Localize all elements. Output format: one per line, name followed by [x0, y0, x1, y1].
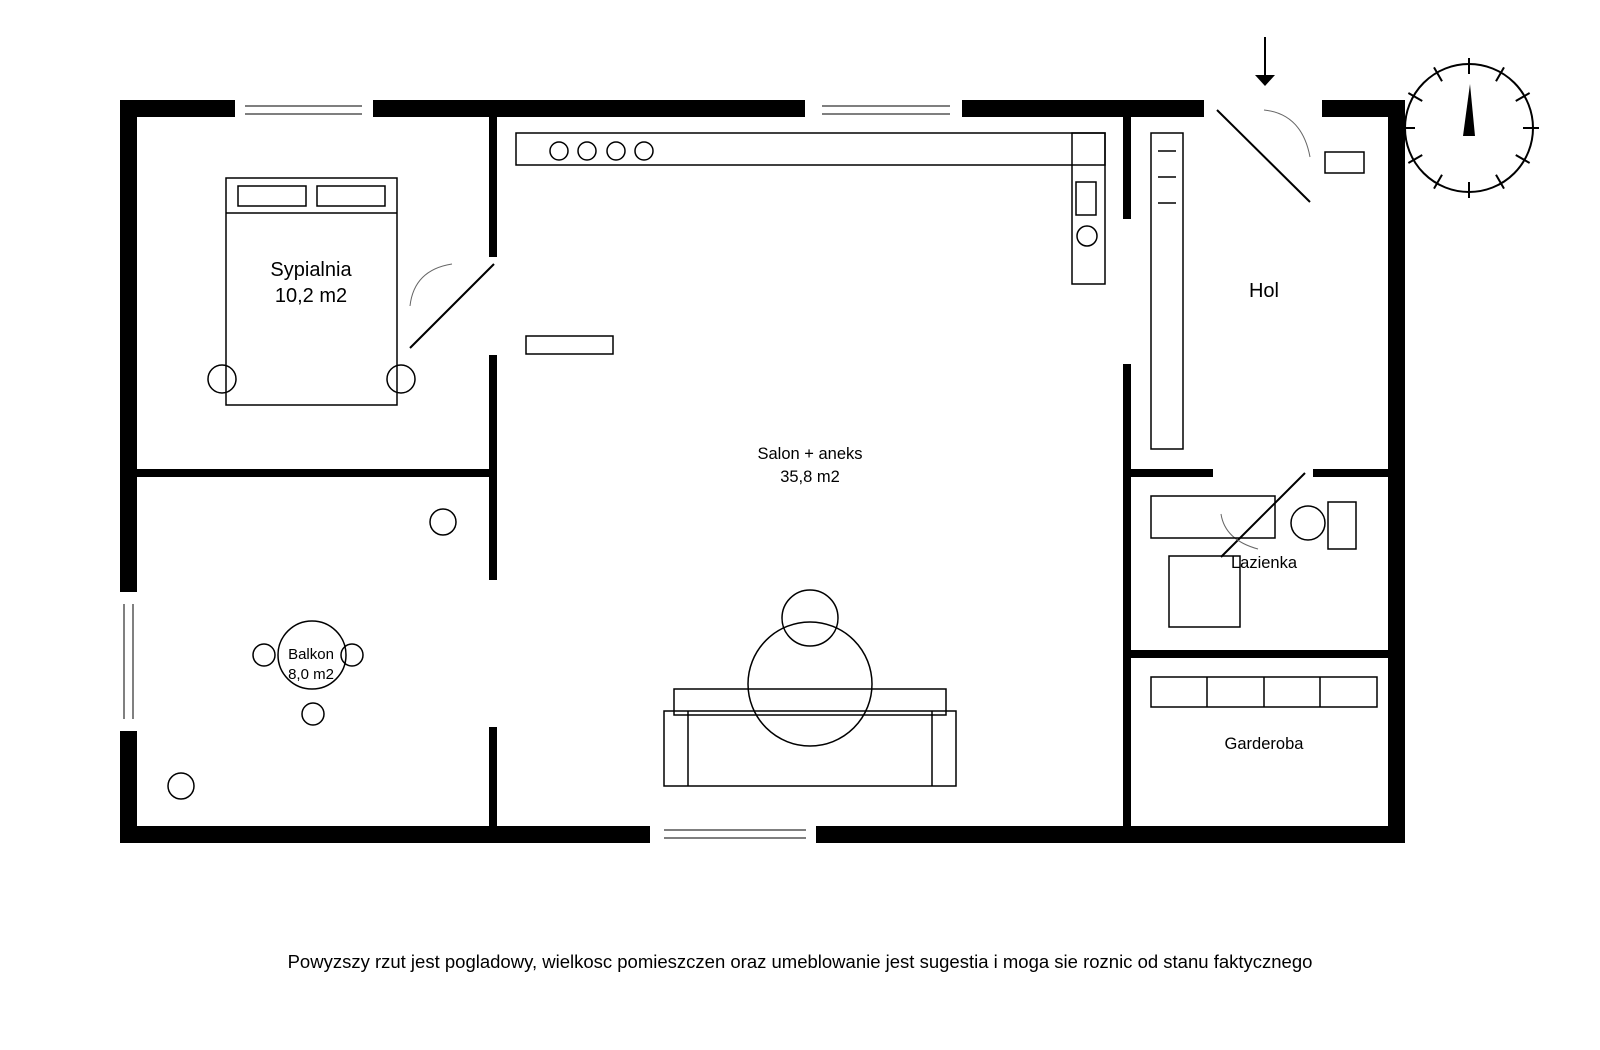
balcony-plant-top — [429, 508, 457, 536]
bed — [225, 177, 398, 406]
toilet — [1290, 505, 1326, 541]
exterior-walls — [120, 100, 1405, 843]
compass-tick — [1433, 66, 1443, 82]
room-name-salon: Salon + aneks — [757, 445, 862, 463]
entrance-arrow-icon — [1255, 37, 1275, 86]
compass-tick — [1407, 92, 1423, 102]
compass-tick — [1515, 92, 1531, 102]
door-bedroom — [409, 263, 495, 349]
interior-walls — [137, 117, 1388, 826]
nightstand-lamp-right — [386, 364, 416, 394]
round-rug — [747, 621, 873, 747]
balcony-chair-right — [340, 643, 364, 667]
door-bathroom — [1220, 472, 1306, 558]
kitchen-counter — [515, 132, 1106, 285]
compass-tick — [1495, 174, 1505, 190]
sofa — [663, 688, 957, 787]
window-living-bottom — [664, 829, 806, 839]
compass-icon — [1399, 58, 1539, 198]
compass-tick — [1515, 154, 1531, 164]
window-bedroom — [245, 105, 362, 115]
balcony-plant-bottom — [167, 772, 195, 800]
wardrobe-hall — [1150, 132, 1184, 450]
shower — [1168, 555, 1241, 628]
dressing-shelves — [1150, 676, 1378, 708]
room-area-balkon: 8,0 m2 — [288, 666, 334, 683]
balcony-table — [277, 620, 347, 690]
balcony-chair-left — [252, 643, 276, 667]
room-name-garderoba: Garderoba — [1225, 735, 1305, 753]
windows — [123, 105, 950, 839]
window-balcony — [123, 604, 134, 719]
room-name-sypialnia: Sypialnia — [270, 259, 352, 281]
disclaimer-text: Powyzszy rzut jest pogladowy, wielkosc p… — [287, 951, 1313, 972]
window-living-top — [822, 105, 950, 115]
door-entrance — [1216, 109, 1311, 203]
room-area-salon: 35,8 m2 — [780, 468, 840, 486]
room-area-sypialnia: 10,2 m2 — [275, 285, 347, 307]
compass-tick — [1407, 154, 1423, 164]
compass-tick — [1433, 174, 1443, 190]
tv-cabinet — [525, 335, 614, 355]
shoe-cabinet — [1324, 151, 1365, 174]
nightstand-lamp-left — [207, 364, 237, 394]
balcony-chair-bottom — [301, 702, 325, 726]
room-name-lazienka: Lazienka — [1231, 554, 1298, 572]
room-name-balkon: Balkon — [288, 646, 334, 663]
doors — [409, 109, 1311, 558]
pouf — [781, 589, 839, 647]
toilet-tank — [1327, 501, 1357, 550]
room-name-hol: Hol — [1249, 280, 1279, 302]
compass-tick — [1495, 66, 1505, 82]
bathtub — [1150, 495, 1276, 539]
